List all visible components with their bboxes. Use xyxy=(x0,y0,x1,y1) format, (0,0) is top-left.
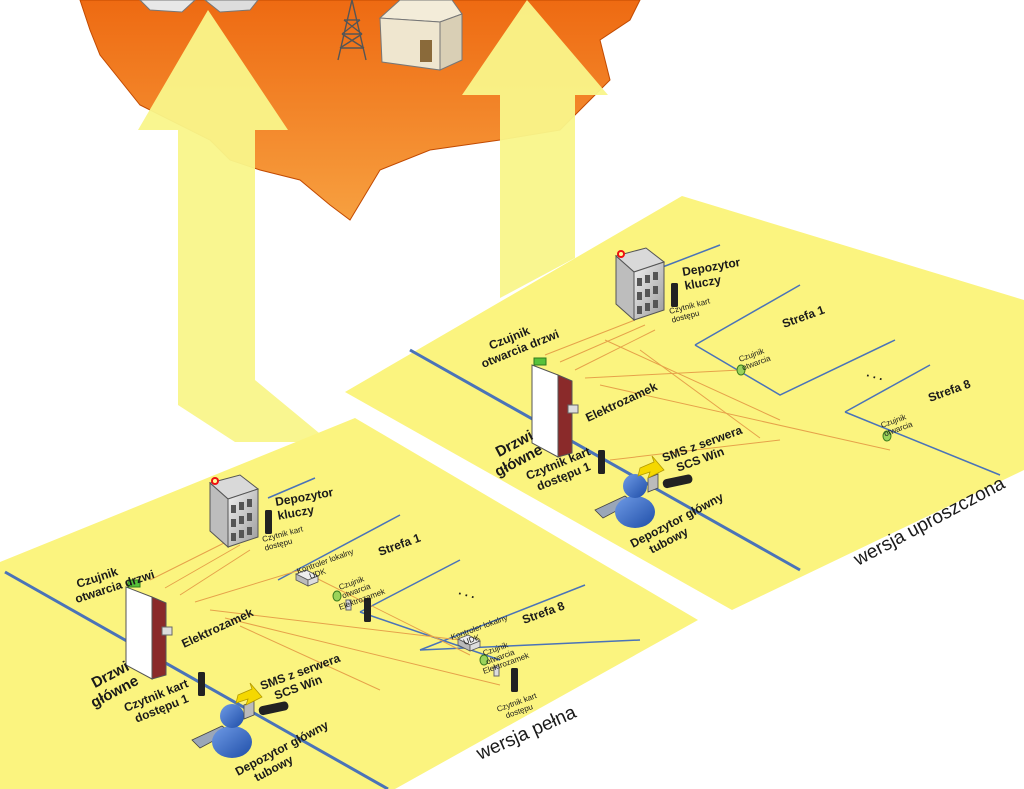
key-depository-icon xyxy=(209,474,259,548)
ellipsis: . . . xyxy=(457,583,477,601)
card-reader-icon xyxy=(671,283,678,307)
radio-tower-icon xyxy=(337,0,367,61)
sms-arrow-icon xyxy=(235,682,263,706)
panel-simplified: Depozytorkluczy Czytnik kartdostępu Czuj… xyxy=(345,196,1024,610)
card-reader-icon xyxy=(511,668,518,692)
ellipsis: . . . xyxy=(865,365,885,383)
svg-text:Drzwigłówne: Drzwigłówne xyxy=(484,426,546,480)
sms-arrow-icon xyxy=(637,455,665,479)
arrow-right xyxy=(462,0,608,298)
building-icon xyxy=(139,0,259,13)
house-icon xyxy=(378,0,463,71)
door-sensor-icon xyxy=(332,590,342,602)
card-reader-icon xyxy=(493,665,500,677)
card-reader-icon xyxy=(198,672,205,696)
card-reader-icon xyxy=(598,450,605,474)
card-reader-icon xyxy=(345,599,352,611)
arrow-left xyxy=(138,10,330,442)
card-reader-icon xyxy=(265,510,272,534)
key-depository-icon xyxy=(615,247,665,321)
